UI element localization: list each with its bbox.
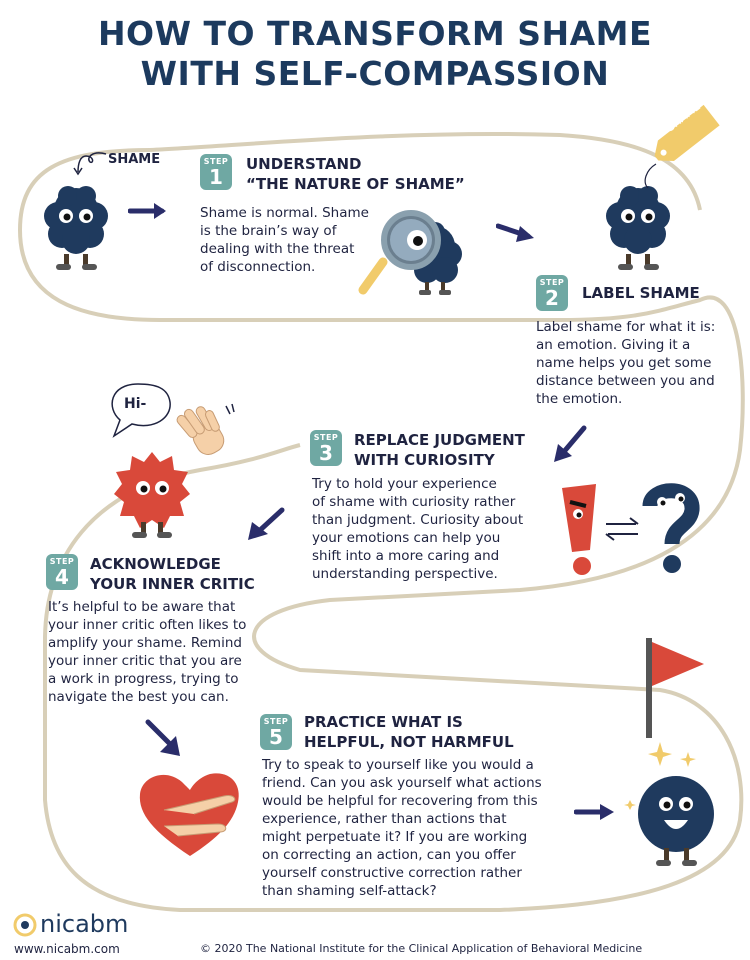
page-title: HOW TO TRANSFORM SHAME WITH SELF-COMPASS… xyxy=(0,14,750,94)
body-line: shift into a more caring and xyxy=(312,548,500,564)
arrow-right-icon xyxy=(128,203,166,219)
step-number: 2 xyxy=(545,286,559,310)
arrow-down-left-icon xyxy=(554,425,587,462)
body-line: distance between you and xyxy=(536,373,715,389)
body-line: an emotion. Giving it a xyxy=(536,337,691,353)
body-line: navigate the best you can. xyxy=(48,689,229,705)
step-word: STEP xyxy=(49,557,75,566)
shame-tag-icon xyxy=(644,104,720,189)
inner-critic-creature-icon xyxy=(114,452,190,538)
website-url: www.nicabm.com xyxy=(14,942,120,956)
step-heading-line-1: UNDERSTAND xyxy=(246,155,362,173)
body-line: dealing with the threat xyxy=(200,241,355,257)
step-2-heading: LABEL SHAME xyxy=(582,283,700,303)
exclamation-to-question-icon xyxy=(562,483,700,575)
body-line: on correcting an action, can you offer xyxy=(262,847,516,863)
body-line: your emotions can help you xyxy=(312,530,501,546)
step-word: STEP xyxy=(203,157,229,166)
body-line: understanding perspective. xyxy=(312,566,498,582)
body-line: Label shame for what it is: xyxy=(536,319,716,335)
shame-pointer-label: SHAME xyxy=(108,152,161,167)
step-heading-line-2: WITH CURIOSITY xyxy=(354,451,495,469)
step-number: 5 xyxy=(269,725,283,749)
body-line: Try to speak to yourself like you would … xyxy=(262,757,534,773)
step-heading-line-1: REPLACE JUDGMENT xyxy=(354,431,525,449)
step-heading-line-2: “THE NATURE OF SHAME” xyxy=(246,175,465,193)
step-badge-4: STEP 4 xyxy=(46,554,78,590)
step-5-heading: PRACTICE WHAT IS HELPFUL, NOT HARMFUL xyxy=(304,712,514,752)
body-line: Shame is normal. Shame xyxy=(200,205,369,221)
step-3-body: Try to hold your experience of shame wit… xyxy=(312,475,523,583)
flag-icon xyxy=(646,638,704,738)
body-line: friend. Can you ask yourself what action… xyxy=(262,775,542,791)
body-line: It’s helpful to be aware that xyxy=(48,599,236,615)
step-number: 4 xyxy=(55,565,69,589)
body-line: name helps you get some xyxy=(536,355,712,371)
step-word: STEP xyxy=(539,278,565,287)
body-line: a work in progress, trying to xyxy=(48,671,239,687)
body-line: of shame with curiosity rather xyxy=(312,494,516,510)
body-line: amplify your shame. Remind xyxy=(48,635,242,651)
body-line: is the brain’s way of xyxy=(200,223,337,239)
body-line: experience, rather than actions that xyxy=(262,811,507,827)
body-line: the emotion. xyxy=(536,391,623,407)
step-number: 1 xyxy=(209,165,223,189)
tagged-shame-creature-icon xyxy=(606,186,670,270)
brand-name: nicabm xyxy=(40,910,129,938)
body-line: would be helpful for recovering from thi… xyxy=(262,793,538,809)
step-heading-line-1: LABEL SHAME xyxy=(582,284,700,302)
step-number: 3 xyxy=(319,441,333,465)
arrow-right-icon xyxy=(574,804,614,820)
title-line-1: HOW TO TRANSFORM SHAME xyxy=(97,14,653,53)
body-line: Try to hold your experience xyxy=(312,476,497,492)
arrow-right-icon xyxy=(496,223,534,242)
arrow-down-left-icon xyxy=(248,507,285,540)
step-5-body: Try to speak to yourself like you would … xyxy=(262,756,542,900)
copyright-text: © 2020 The National Institute for the Cl… xyxy=(200,942,643,955)
happy-creature-icon xyxy=(624,742,714,866)
step-4-heading: ACKNOWLEDGE YOUR INNER CRITIC xyxy=(90,554,255,594)
step-word: STEP xyxy=(263,717,289,726)
step-badge-2: STEP 2 xyxy=(536,275,568,311)
speech-bubble-icon xyxy=(111,383,171,438)
curly-pointer-icon xyxy=(73,152,107,176)
magnifying-glass-creature-icon xyxy=(358,210,462,295)
step-heading-line-1: ACKNOWLEDGE xyxy=(90,555,221,573)
step-heading-line-2: YOUR INNER CRITIC xyxy=(90,575,255,593)
step-badge-1: STEP 1 xyxy=(200,154,232,190)
body-line: of disconnection. xyxy=(200,259,316,275)
body-line: yourself constructive correction rather xyxy=(262,865,522,881)
body-line: might perpetuate it? If you are working xyxy=(262,829,528,845)
step-badge-3: STEP 3 xyxy=(310,430,342,466)
step-word: STEP xyxy=(313,433,339,442)
step-heading-line-1: PRACTICE WHAT IS xyxy=(304,713,463,731)
arrow-down-right-icon xyxy=(145,719,180,756)
greeting-text: Hi- xyxy=(124,396,147,412)
body-line: than judgment. Curiosity about xyxy=(312,512,524,528)
step-1-heading: UNDERSTAND “THE NATURE OF SHAME” xyxy=(246,154,465,194)
title-line-2: WITH SELF-COMPASSION xyxy=(140,54,610,93)
waving-hand-icon xyxy=(176,403,235,455)
body-line: your inner critic that you are xyxy=(48,653,242,669)
heart-hug-icon xyxy=(139,773,239,856)
step-2-body: Label shame for what it is: an emotion. … xyxy=(536,318,715,408)
step-3-heading: REPLACE JUDGMENT WITH CURIOSITY xyxy=(354,430,525,470)
shame-creature-icon xyxy=(44,186,108,270)
step-badge-5: STEP 5 xyxy=(260,714,292,750)
step-heading-line-2: HELPFUL, NOT HARMFUL xyxy=(304,733,514,751)
body-line: than shaming self-attack? xyxy=(262,883,437,899)
step-1-body: Shame is normal. Shame is the brain’s wa… xyxy=(200,204,369,276)
nicabm-logo-icon xyxy=(13,913,37,937)
step-4-body: It’s helpful to be aware that your inner… xyxy=(48,598,246,706)
body-line: your inner critic often likes to xyxy=(48,617,247,633)
